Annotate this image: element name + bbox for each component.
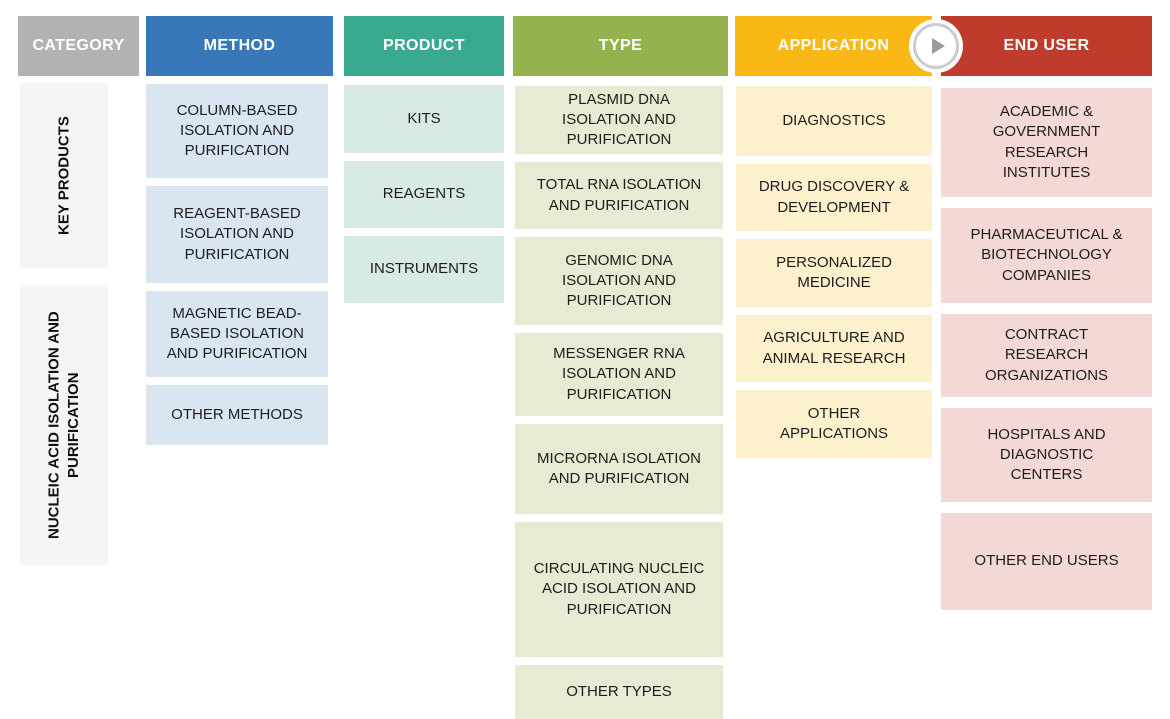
category-box: NUCLEIC ACID ISOLATION AND PURIFICATION	[20, 285, 108, 565]
application-box: DRUG DISCOVERY & DEVELOPMENT	[736, 164, 932, 231]
end-user-box: OTHER END USERS	[941, 513, 1152, 610]
type-box: TOTAL RNA ISOLATION AND PURIFICATION	[515, 162, 723, 229]
application-box: OTHER APPLICATIONS	[736, 390, 932, 458]
column-header-type: TYPE	[513, 16, 728, 76]
method-box: REAGENT-BASED ISOLATION AND PURIFICATION	[146, 186, 328, 283]
method-box: COLUMN-BASED ISOLATION AND PURIFICATION	[146, 84, 328, 178]
column-header-application: APPLICATION	[735, 16, 932, 76]
end-user-box: HOSPITALS AND DIAGNOSTIC CENTERS	[941, 408, 1152, 502]
application-box: PERSONALIZED MEDICINE	[736, 239, 932, 307]
application-column: DIAGNOSTICS DRUG DISCOVERY & DEVELOPMENT…	[736, 86, 932, 458]
application-box: AGRICULTURE AND ANIMAL RESEARCH	[736, 315, 932, 382]
play-button[interactable]	[913, 23, 959, 69]
category-box: KEY PRODUCTS	[20, 83, 108, 268]
method-box: MAGNETIC BEAD-BASED ISOLATION AND PURIFI…	[146, 291, 328, 377]
type-box: OTHER TYPES	[515, 665, 723, 719]
type-box: GENOMIC DNA ISOLATION AND PURIFICATION	[515, 237, 723, 325]
end-user-column: ACADEMIC & GOVERNMENT RESEARCH INSTITUTE…	[941, 88, 1152, 610]
product-box: KITS	[344, 85, 504, 153]
type-box: PLASMID DNA ISOLATION AND PURIFICATION	[515, 86, 723, 154]
method-box: OTHER METHODS	[146, 385, 328, 445]
column-header-end-user: END USER	[941, 16, 1152, 76]
end-user-box: CONTRACT RESEARCH ORGANIZATIONS	[941, 314, 1152, 397]
column-header-method: METHOD	[146, 16, 333, 76]
product-column: KITS REAGENTS INSTRUMENTS	[344, 85, 504, 303]
type-box: MESSENGER RNA ISOLATION AND PURIFICATION	[515, 333, 723, 416]
end-user-box: PHARMACEUTICAL & BIOTECHNOLOGY COMPANIES	[941, 208, 1152, 303]
product-box: REAGENTS	[344, 161, 504, 228]
category-column: KEY PRODUCTS NUCLEIC ACID ISOLATION AND …	[20, 83, 108, 565]
product-box: INSTRUMENTS	[344, 236, 504, 303]
type-column: PLASMID DNA ISOLATION AND PURIFICATION T…	[515, 86, 723, 719]
method-column: COLUMN-BASED ISOLATION AND PURIFICATION …	[146, 84, 328, 445]
play-icon	[931, 38, 945, 54]
type-box: CIRCULATING NUCLEIC ACID ISOLATION AND P…	[515, 522, 723, 657]
column-header-product: PRODUCT	[344, 16, 504, 76]
type-box: MICRORNA ISOLATION AND PURIFICATION	[515, 424, 723, 514]
column-header-category: CATEGORY	[18, 16, 139, 76]
application-box: DIAGNOSTICS	[736, 86, 932, 156]
end-user-box: ACADEMIC & GOVERNMENT RESEARCH INSTITUTE…	[941, 88, 1152, 197]
